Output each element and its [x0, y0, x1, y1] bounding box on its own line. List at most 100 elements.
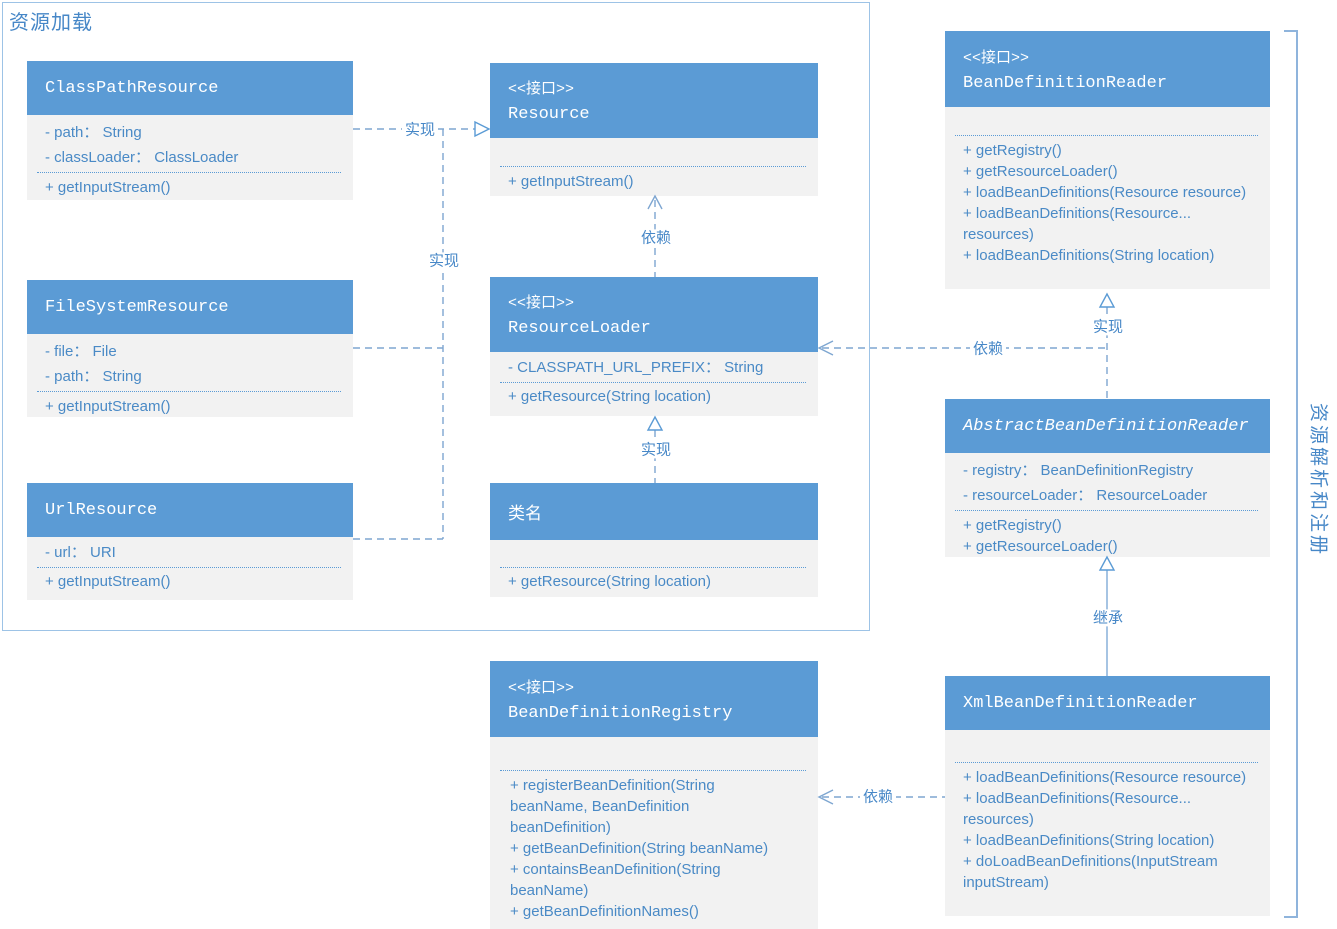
- class-body: - url： URI + getInputStream(): [27, 537, 353, 600]
- class-box-abstractbeandefinitionreader[interactable]: AbstractBeanDefinitionReader - registry：…: [945, 399, 1270, 557]
- class-name: BeanDefinitionReader: [963, 73, 1168, 93]
- method: + loadBeanDefinitions(Resource... resour…: [963, 790, 1192, 828]
- method: + loadBeanDefinitions(Resource resource): [963, 769, 1247, 786]
- method: + loadBeanDefinitions(Resource... resour…: [963, 205, 1192, 243]
- class-header: AbstractBeanDefinitionReader: [945, 399, 1270, 453]
- attribute: - path： String: [45, 368, 142, 385]
- right-brace: [1284, 30, 1298, 918]
- class-body: + getResource(String location): [490, 540, 818, 597]
- stereotype-label: <<接口>>: [508, 295, 575, 312]
- class-header: <<接口>> BeanDefinitionReader: [945, 31, 1270, 107]
- separator: [500, 382, 806, 383]
- class-body: + getInputStream(): [490, 138, 818, 196]
- attribute: - CLASSPATH_URL_PREFIX： String: [508, 359, 764, 376]
- separator: [37, 567, 341, 568]
- method: + loadBeanDefinitions(Resource resource): [963, 184, 1247, 201]
- edge-label-extend: 继承: [1089, 609, 1127, 627]
- method: + loadBeanDefinitions(String location): [963, 832, 1215, 849]
- class-box-xmlbeandefinitionreader[interactable]: XmlBeanDefinitionReader + loadBeanDefini…: [945, 676, 1270, 916]
- method: + containsBeanDefinition(String beanName…: [510, 861, 721, 899]
- method: + getInputStream(): [45, 398, 171, 415]
- empty-attributes: [490, 737, 818, 770]
- edge-label-implement: 实现: [1089, 318, 1127, 336]
- method: + getResourceLoader(): [963, 163, 1118, 180]
- attribute: - classLoader： ClassLoader: [45, 149, 239, 166]
- side-annotation: 资源解析和注册: [1307, 402, 1329, 558]
- method: + loadBeanDefinitions(String location): [963, 247, 1215, 264]
- group-title: 资源加载: [9, 12, 93, 34]
- class-name: BeanDefinitionRegistry: [508, 703, 733, 723]
- method: + getInputStream(): [508, 173, 634, 190]
- hollow-triangle-arrowhead: [1098, 292, 1116, 308]
- method: + getResource(String location): [508, 388, 712, 405]
- separator: [37, 172, 341, 173]
- class-body: - registry： BeanDefinitionRegistry - res…: [945, 453, 1270, 557]
- method: + registerBeanDefinition(String beanName…: [510, 777, 715, 836]
- empty-attributes: [490, 138, 818, 166]
- class-body: - path： String - classLoader： ClassLoade…: [27, 115, 353, 200]
- class-box-beandefinitionregistry[interactable]: <<接口>> BeanDefinitionRegistry + register…: [490, 661, 818, 929]
- class-name: 类名: [508, 505, 542, 525]
- method: + getRegistry(): [963, 517, 1062, 534]
- class-box-beandefinitionreader[interactable]: <<接口>> BeanDefinitionReader + getRegistr…: [945, 31, 1270, 289]
- class-header: <<接口>> ResourceLoader: [490, 277, 818, 352]
- class-header: <<接口>> BeanDefinitionRegistry: [490, 661, 818, 737]
- class-header: 类名: [490, 483, 818, 540]
- separator: [955, 510, 1258, 511]
- edge-label-implement: 实现: [425, 252, 463, 270]
- separator: [955, 762, 1258, 763]
- class-name: UrlResource: [45, 500, 158, 520]
- resource-loading-group: [2, 2, 870, 631]
- method: + getRegistry(): [963, 142, 1062, 159]
- class-name: ClassPathResource: [45, 78, 219, 98]
- method: + getBeanDefinition(String beanName): [510, 840, 769, 857]
- method: + getResource(String location): [508, 573, 712, 590]
- class-header: XmlBeanDefinitionReader: [945, 676, 1270, 730]
- attribute: - resourceLoader： ResourceLoader: [963, 487, 1208, 504]
- method: + doLoadBeanDefinitions(InputStream inpu…: [963, 853, 1218, 891]
- attribute: - path： String: [45, 124, 142, 141]
- class-body: + loadBeanDefinitions(Resource resource)…: [945, 730, 1270, 916]
- separator: [500, 567, 806, 568]
- method: + getResourceLoader(): [963, 538, 1118, 555]
- class-name: XmlBeanDefinitionReader: [963, 693, 1198, 713]
- class-box-classname[interactable]: 类名 + getResource(String location): [490, 483, 818, 597]
- method: + getInputStream(): [45, 179, 171, 196]
- class-body: - file： File - path： String + getInputSt…: [27, 334, 353, 417]
- class-name: Resource: [508, 105, 590, 124]
- class-body: + registerBeanDefinition(String beanName…: [490, 737, 818, 929]
- attribute: - url： URI: [45, 544, 116, 561]
- class-header: UrlResource: [27, 483, 353, 537]
- separator: [955, 135, 1258, 136]
- class-box-classpathresource[interactable]: ClassPathResource - path： String - class…: [27, 61, 353, 200]
- class-body: + getRegistry() + getResourceLoader() + …: [945, 107, 1270, 289]
- class-body: - CLASSPATH_URL_PREFIX： String + getReso…: [490, 352, 818, 416]
- edge-label-implement: 实现: [637, 441, 675, 459]
- edge-label-depend: 依赖: [969, 340, 1007, 358]
- stereotype-label: <<接口>>: [963, 49, 1030, 67]
- class-name: ResourceLoader: [508, 319, 651, 338]
- method: + getInputStream(): [45, 573, 171, 590]
- class-name: AbstractBeanDefinitionReader: [963, 416, 1249, 436]
- stereotype-label: <<接口>>: [508, 81, 575, 98]
- method: + getBeanDefinitionNames(): [510, 903, 699, 920]
- edge-label-depend: 依赖: [637, 229, 675, 247]
- separator: [37, 391, 341, 392]
- stereotype-label: <<接口>>: [508, 679, 575, 697]
- class-header: <<接口>> Resource: [490, 63, 818, 138]
- class-header: ClassPathResource: [27, 61, 353, 115]
- separator: [500, 166, 806, 167]
- empty-attributes: [490, 540, 818, 567]
- class-box-resourceloader[interactable]: <<接口>> ResourceLoader - CLASSPATH_URL_PR…: [490, 277, 818, 416]
- class-box-urlresource[interactable]: UrlResource - url： URI + getInputStream(…: [27, 483, 353, 600]
- attribute: - registry： BeanDefinitionRegistry: [963, 462, 1194, 479]
- separator: [500, 770, 806, 771]
- empty-attributes: [945, 730, 1270, 762]
- empty-attributes: [945, 107, 1270, 135]
- attribute: - file： File: [45, 343, 117, 360]
- edge-label-implement: 实现: [401, 121, 439, 139]
- edge-label-depend: 依赖: [859, 788, 897, 806]
- class-box-resource[interactable]: <<接口>> Resource + getInputStream(): [490, 63, 818, 196]
- class-box-filesystemresource[interactable]: FileSystemResource - file： File - path： …: [27, 280, 353, 417]
